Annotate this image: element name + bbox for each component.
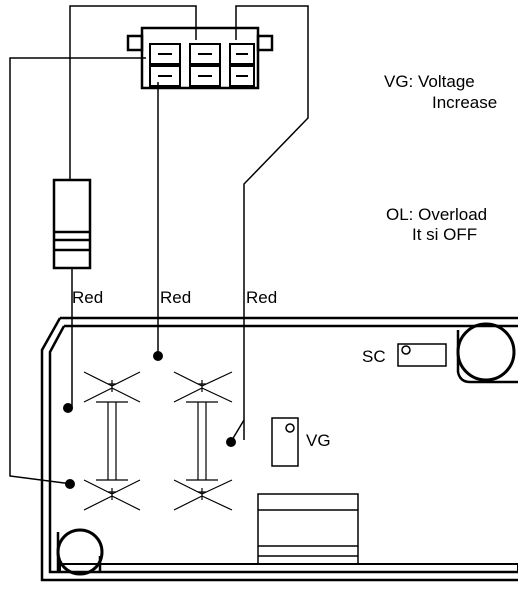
- vg-label: VG: [306, 431, 331, 450]
- wire-label-red-1: Red: [72, 288, 103, 307]
- connector-housing: [140, 26, 260, 90]
- vg-box: [271, 417, 299, 467]
- note-vg-line2: Increase: [432, 93, 497, 112]
- wire-right-loop: [235, 5, 309, 440]
- wire-fuse-loop: [69, 5, 197, 180]
- connector-pin-1: [149, 43, 181, 65]
- wire-label-red-3: Red: [246, 288, 277, 307]
- dot-center: [153, 351, 163, 361]
- connector-pin-3: [229, 43, 255, 65]
- dot-left-lower: [65, 479, 75, 489]
- fuse-body: [52, 178, 92, 270]
- mount-hole-top-right: [456, 322, 516, 382]
- note-ol-line1: OL: Overload: [386, 205, 487, 224]
- fuse: [52, 178, 92, 270]
- board-inner: [48, 324, 518, 574]
- vg-component: [271, 417, 299, 467]
- note-vg-line1: VG: Voltage: [384, 72, 475, 91]
- connector-tab-left: [126, 34, 144, 52]
- connector-pin-4: [149, 65, 181, 87]
- note-ol-line2: It si OFF: [412, 225, 477, 244]
- sc-marker: [401, 345, 411, 355]
- mount-hole-bottom-left: [56, 528, 104, 576]
- connector-pin-6: [229, 65, 255, 87]
- connector-pin-5: [189, 65, 221, 87]
- sc-component: [397, 343, 447, 367]
- connection-dots: [63, 351, 236, 489]
- transformer-block: [257, 493, 359, 565]
- connector-tab-right: [256, 34, 274, 52]
- dot-right: [226, 437, 236, 447]
- connector-pin-2: [189, 43, 221, 65]
- sc-label: SC: [362, 347, 386, 366]
- wire-label-red-2: Red: [160, 288, 191, 307]
- wire-outer-left: [9, 57, 146, 485]
- sc-box: [397, 343, 447, 367]
- mounting-holes: [56, 322, 518, 576]
- vg-marker: [285, 423, 295, 433]
- rectifier-diodes: [83, 371, 233, 511]
- connector: [126, 26, 274, 90]
- dot-left-upper: [63, 403, 73, 413]
- wire-right-end: [231, 419, 245, 441]
- board-outer: [40, 316, 518, 582]
